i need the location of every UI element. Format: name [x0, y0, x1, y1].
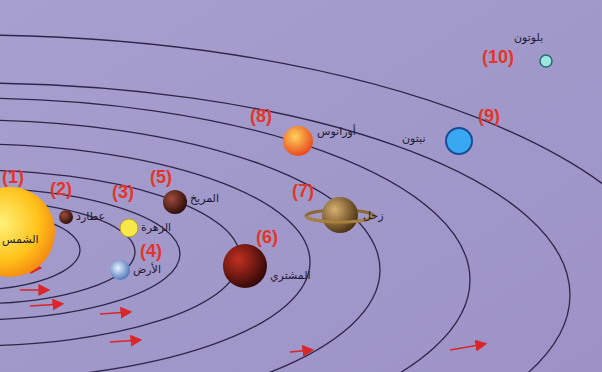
planet-name: المشتري	[270, 270, 311, 282]
planet-name: الشمس	[2, 234, 39, 246]
callout-number: (3)	[112, 183, 134, 203]
callout-number: (5)	[150, 168, 172, 188]
planet-name: الزهرة	[141, 222, 171, 234]
callout-number: (6)	[256, 228, 278, 248]
planet-name: عطارد	[76, 211, 105, 223]
planet-name: الأرض	[133, 264, 161, 276]
callout-number: (10)	[482, 48, 514, 68]
planet-name: زحل	[363, 210, 383, 222]
callout-number: (2)	[50, 180, 72, 200]
callout-number: (9)	[478, 107, 500, 127]
planet-name: نبتون	[402, 133, 425, 145]
callout-number: (4)	[140, 242, 162, 262]
callout-number: (8)	[250, 107, 272, 127]
callout-number: (7)	[292, 182, 314, 202]
planet-name: المريخ	[190, 193, 219, 205]
callout-number: (1)	[2, 168, 24, 188]
planet-name: بلوتون	[514, 32, 543, 44]
planet-name: أورانوس	[317, 126, 356, 138]
